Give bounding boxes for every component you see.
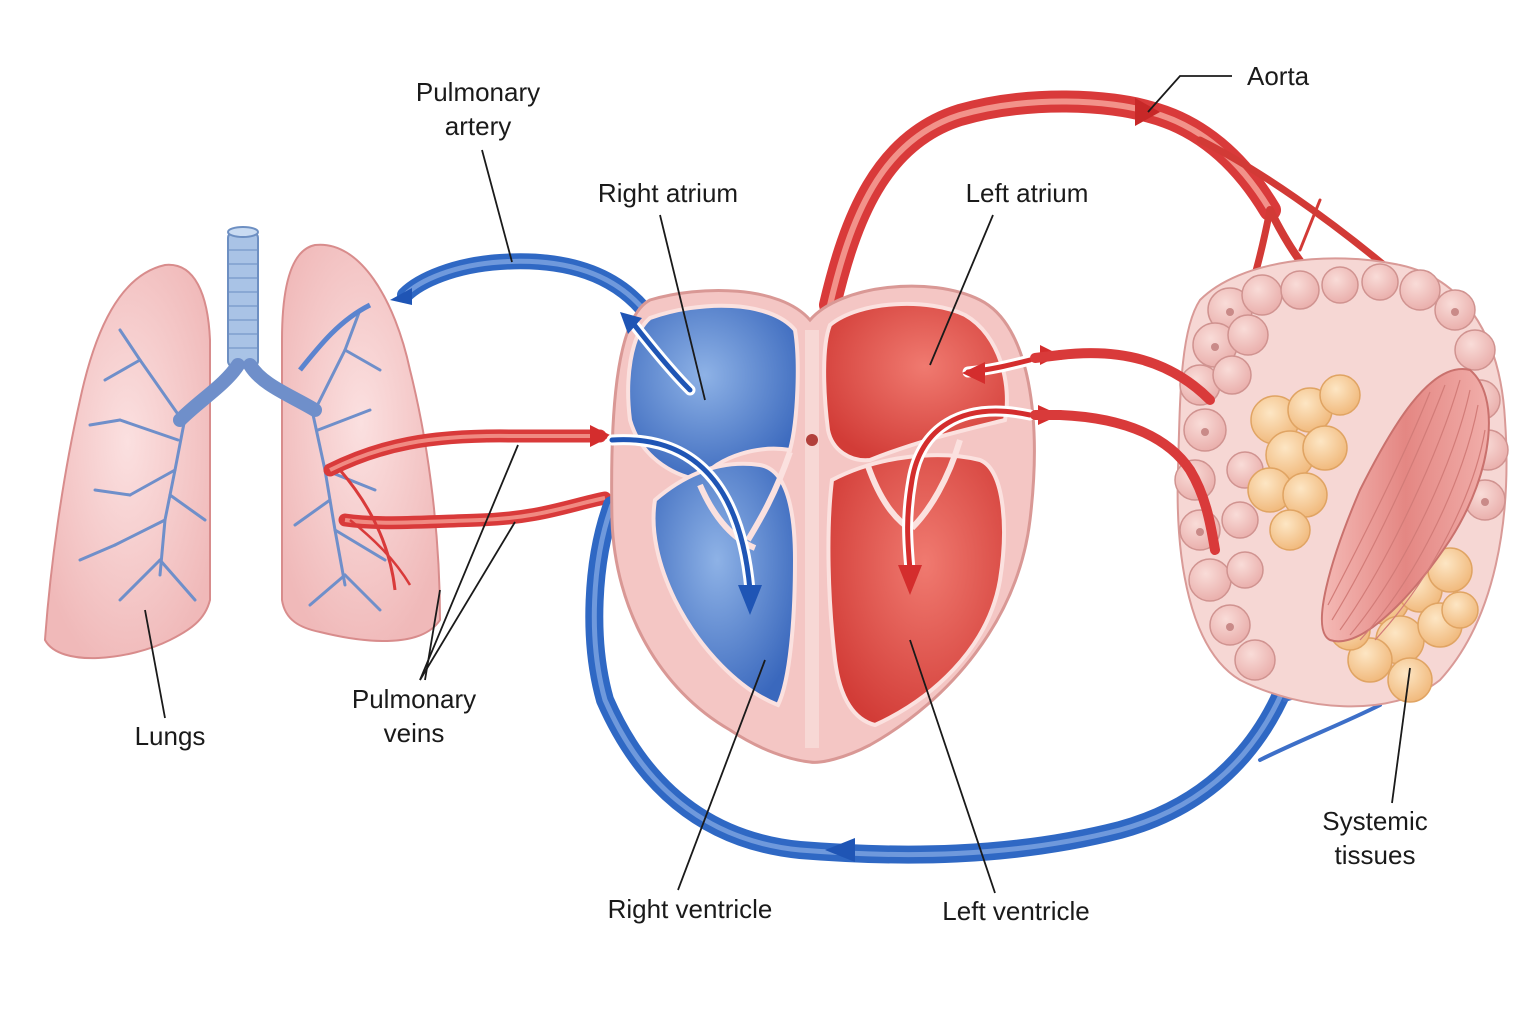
trachea (227, 226, 259, 368)
right-atrium-chamber (626, 303, 800, 483)
lungs (43, 226, 442, 660)
label-pulmonary-veins: Pulmonary veins (352, 444, 519, 748)
label-pulmonary-artery-line1: Pulmonary (416, 77, 540, 107)
label-pulmonary-veins-line2: veins (384, 718, 445, 748)
label-left-atrium-text: Left atrium (966, 178, 1089, 208)
left-lung (43, 263, 211, 660)
label-pulmonary-veins-line1: Pulmonary (352, 684, 476, 714)
label-right-atrium-text: Right atrium (598, 178, 738, 208)
label-lungs-text: Lungs (135, 721, 206, 751)
label-right-ventricle: Right ventricle (608, 659, 773, 924)
label-right-ventricle-text: Right ventricle (608, 894, 773, 924)
heart-flow-arrows (606, 312, 1036, 615)
pulmonary-artery-vessel (298, 253, 663, 372)
pulmonary-veins-vessel (323, 425, 612, 591)
bronchial-tree (78, 308, 387, 612)
label-systemic-tissues-line2: tissues (1335, 840, 1416, 870)
systemic-return-red (1030, 345, 1220, 555)
label-aorta-text: Aorta (1247, 61, 1310, 91)
label-left-atrium: Left atrium (929, 178, 1089, 366)
label-right-atrium: Right atrium (598, 178, 738, 401)
heart (606, 284, 1036, 764)
label-aorta: Aorta (1147, 61, 1310, 113)
label-left-ventricle: Left ventricle (909, 639, 1090, 926)
label-systemic-tissues: Systemic tissues (1322, 667, 1428, 870)
muscle-tissue (1320, 368, 1490, 643)
label-systemic-tissues-line1: Systemic (1322, 806, 1427, 836)
systemic-tissues (1174, 257, 1509, 708)
label-lungs: Lungs (135, 609, 206, 751)
left-ventricle-chamber (826, 453, 1006, 728)
label-pulmonary-artery-line2: artery (445, 111, 511, 141)
label-pulmonary-artery: Pulmonary artery (416, 77, 540, 263)
label-left-ventricle-text: Left ventricle (942, 896, 1089, 926)
